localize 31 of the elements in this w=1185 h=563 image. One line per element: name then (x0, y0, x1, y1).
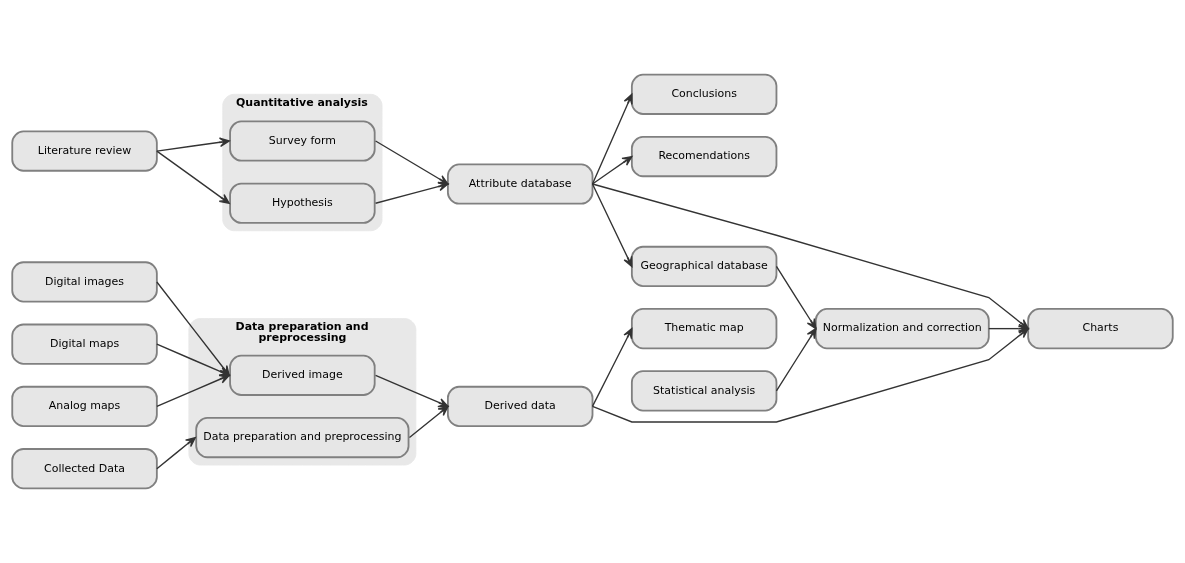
node-box: Charts (1027, 308, 1174, 350)
node-box: Digital images (11, 261, 158, 303)
node-box: Normalization and correction (814, 308, 990, 350)
arrow (156, 137, 230, 152)
node-box: Recomendations (630, 136, 778, 178)
arrow (591, 155, 633, 185)
node-box: Conclusions (630, 73, 778, 115)
node-box: Hypothesis (229, 182, 376, 224)
node-box: Survey form (229, 120, 376, 162)
node-box: Collected Data (11, 448, 158, 490)
arrow (408, 405, 449, 439)
node-box: Derived image (229, 354, 376, 396)
node-box: Literature review (11, 130, 158, 172)
arrow (591, 327, 1029, 423)
node-box: Data preparation and preprocessing (195, 416, 410, 459)
node-box: Statistical analysis (630, 370, 778, 412)
node-box: Attribute database (447, 163, 594, 205)
arrow (775, 327, 817, 392)
arrow (156, 150, 230, 204)
node-box: Geographical database (630, 245, 778, 287)
node-box: Digital maps (11, 323, 158, 365)
arrow (156, 374, 230, 408)
node-box: Analog maps (11, 385, 158, 427)
arrow (591, 327, 633, 408)
node-box: Derived data (447, 385, 594, 427)
arrow (775, 265, 817, 330)
node-box: Thematic map (630, 308, 778, 350)
arrow (591, 183, 633, 268)
arrow (591, 93, 633, 185)
arrow (374, 181, 449, 204)
arrow (156, 436, 196, 470)
